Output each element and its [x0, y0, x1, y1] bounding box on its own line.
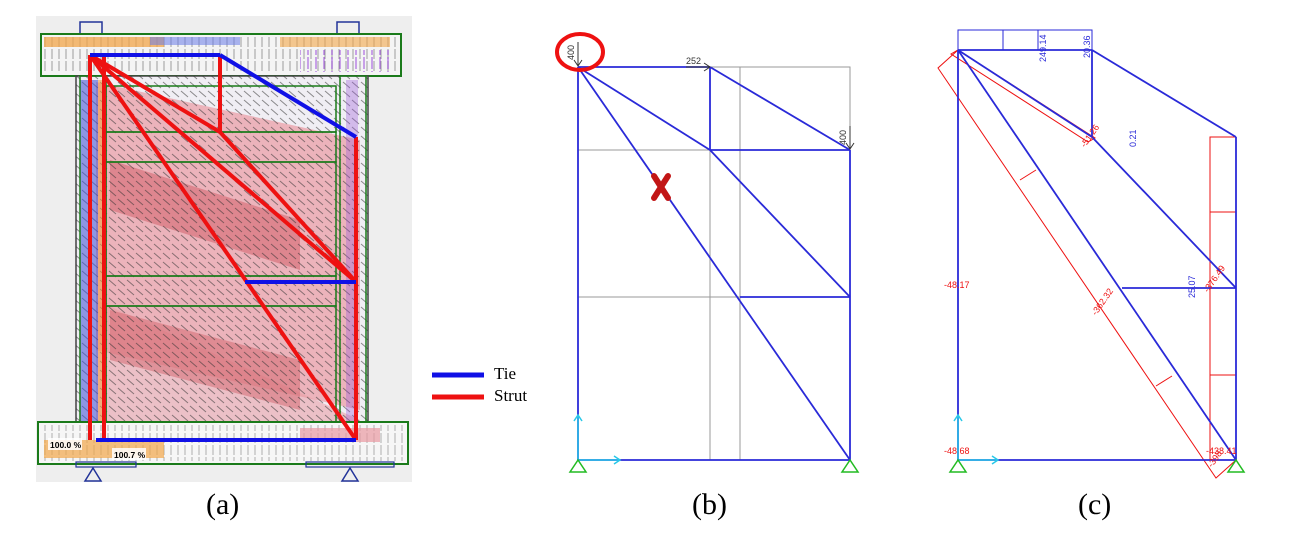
top-beam-stress-left [44, 37, 164, 47]
load-arrowhead-right [845, 142, 855, 150]
support-right-icon [340, 466, 360, 482]
legend [432, 372, 484, 400]
reaction-right-box [112, 448, 146, 460]
truss-b [577, 66, 851, 461]
force-box-top [957, 29, 1093, 50]
top-beam-hatch-purple [300, 50, 390, 72]
legend-tie-label: Tie [494, 364, 517, 383]
force-tick-1 [1019, 169, 1037, 181]
panel-a: 100.0 % 100.7 % [36, 16, 412, 482]
bottom-plate-left [75, 461, 137, 468]
support-b-left-icon [568, 458, 588, 473]
support-c-right-icon [1226, 458, 1246, 473]
support-b-right-icon [840, 458, 860, 473]
force-label-vert-mid: 0.21 [1128, 129, 1138, 147]
member-c-top-diag [1091, 49, 1237, 138]
force-diagram-c [937, 49, 1237, 479]
load-arrowhead-top-left [573, 59, 583, 67]
force-label-right-mid: -376.49 [1201, 263, 1227, 294]
member-c-diag-1 [957, 49, 1093, 138]
top-beam-stress-right [280, 37, 390, 47]
tie-top-diag [218, 53, 358, 139]
axis-y-b-arrow [573, 413, 583, 422]
reaction-left-label: 100.0 % [50, 440, 82, 450]
axis-y-c-arrow [953, 413, 963, 422]
force-label-right-bottom: -438.41 [1206, 446, 1237, 456]
force-band-right [1209, 136, 1236, 460]
strut-diag-3 [88, 53, 358, 442]
member-diag-1 [577, 66, 711, 151]
force-label-diag-top: -51.26 [1078, 122, 1101, 149]
reaction-left-box [48, 438, 82, 450]
legend-strut-label: Strut [494, 386, 528, 405]
member-diag-2 [709, 149, 851, 298]
force-label-vert-low: 25.07 [1187, 275, 1197, 298]
member-c-diag-main [957, 49, 1237, 461]
failure-marker-icon [651, 173, 671, 201]
load-label-top-mid: 252 [686, 56, 701, 66]
member-top-diag [709, 66, 851, 151]
load-label-top-left: 400 [566, 45, 576, 60]
panel-c: 249.14 20.36 -51.26 0.21 -362.32 25.07 -… [937, 29, 1246, 479]
force-label-top-2: 20.36 [1082, 35, 1092, 58]
support-c-left-icon [948, 458, 968, 473]
axis-x-b-arrow [613, 455, 622, 465]
caption-c: (c) [1078, 488, 1112, 521]
strut-diag-1 [88, 53, 222, 134]
force-tick-2 [1155, 375, 1173, 387]
panel-b: 400 252 400 [555, 32, 860, 473]
reaction-right-label: 100.7 % [114, 450, 146, 460]
force-label-strut-mid: -362.32 [1089, 286, 1115, 317]
strut-diag-4 [218, 130, 358, 284]
force-label-top-1: 249.14 [1038, 34, 1048, 62]
force-label-left-bottom: -48.68 [944, 446, 970, 456]
highlight-circle [555, 32, 605, 72]
force-band-diag-1 [950, 49, 1096, 143]
strut-diag-2 [88, 53, 358, 284]
axis-x-c-arrow [991, 455, 1000, 465]
top-beam-stress-blue [150, 37, 240, 45]
caption-b: (b) [692, 488, 727, 521]
load-arrowhead-top-mid [703, 62, 711, 72]
force-band-diag-main [937, 49, 1237, 479]
member-c-diag-2 [1091, 136, 1237, 289]
support-left-icon [83, 466, 103, 482]
caption-a: (a) [206, 488, 240, 521]
truss-c [957, 49, 1237, 461]
force-label-left-mid: -48.17 [944, 280, 970, 290]
member-diag-main [577, 66, 851, 461]
load-label-right: 400 [838, 130, 848, 145]
